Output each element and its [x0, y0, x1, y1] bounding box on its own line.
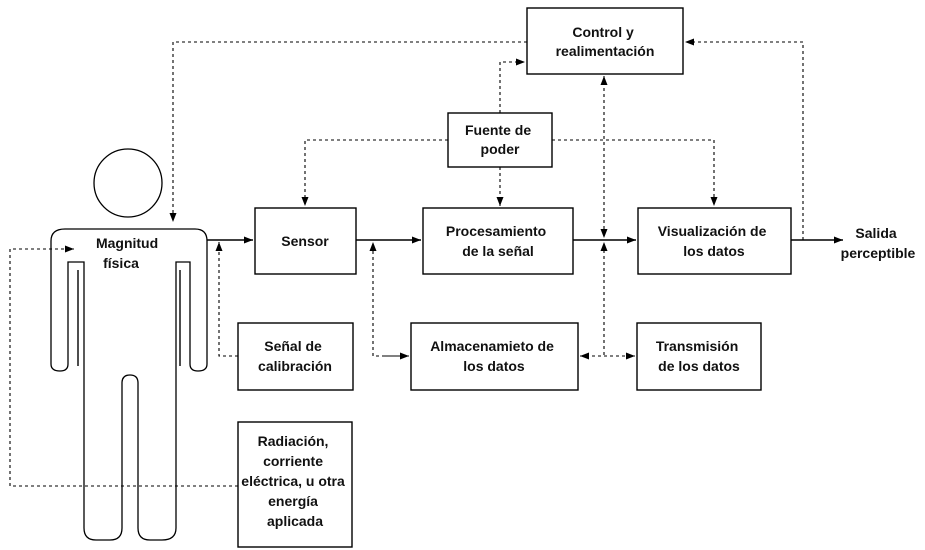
data-transmission-label: Transmisión de los datos [656, 338, 742, 374]
applied-energy-box: Radiación, corriente eléctrica, u otra e… [237, 421, 353, 548]
control-box-label: Control y realimentación [556, 24, 655, 59]
calibration-signal-box: Señal de calibración [237, 322, 354, 391]
calibration-signal-label: Señal de calibración [258, 338, 332, 374]
data-storage-box: Almacenamieto de los datos [410, 322, 579, 391]
data-display-label: Visualización de los datos [658, 223, 771, 259]
power-source-label: Fuente de poder [465, 122, 535, 157]
arrow-power-to-sensor [301, 139, 448, 206]
signal-processing-box: Procesamiento de la señal [422, 207, 574, 275]
physical-quantity-label: Magnitud física [96, 235, 162, 271]
perceptible-output-label: Salida perceptible [841, 225, 916, 261]
data-transmission-box: Transmisión de los datos [636, 322, 762, 391]
signal-processing-label: Procesamiento de la señal [446, 223, 550, 259]
figure-body [50, 228, 208, 541]
arrow-power-to-display [552, 139, 718, 206]
data-display-box: Visualización de los datos [637, 207, 792, 275]
control-box: Control y realimentación [526, 7, 684, 75]
arrow-energy-to-human [9, 245, 238, 487]
arrow-calibration-to-mainline [215, 242, 238, 357]
sensor-label: Sensor [281, 233, 329, 249]
power-source-box: Fuente de poder [447, 112, 553, 168]
arrow-output-to-control [685, 38, 804, 240]
dashed-connections [9, 38, 804, 487]
human-figure [50, 148, 208, 541]
sensor-box: Sensor [254, 207, 357, 275]
arrow-control-to-human [169, 41, 527, 222]
arrow-power-to-control [499, 58, 525, 113]
figure-head [93, 148, 163, 218]
data-storage-label: Almacenamieto de los datos [430, 338, 558, 374]
applied-energy-label: Radiación, corriente eléctrica, u otra e… [241, 433, 348, 529]
arrow-storage-to-sensor-line [369, 242, 409, 357]
